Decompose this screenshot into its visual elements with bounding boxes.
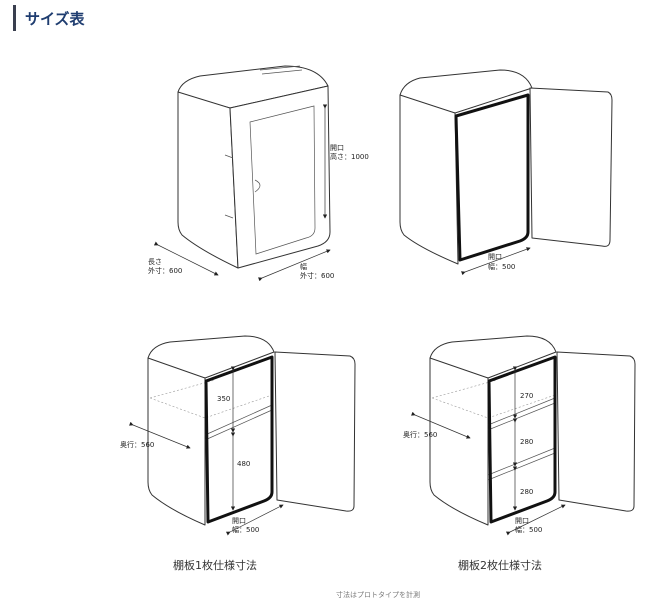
title-accent-bar — [13, 5, 16, 31]
section-header: サイズ表 — [13, 5, 85, 31]
label-opening: 開口 — [232, 517, 246, 525]
label-width: 幅：500 — [232, 525, 259, 534]
page-title: サイズ表 — [25, 9, 85, 28]
footnote: 寸法はプロトタイプを計測 — [336, 590, 420, 599]
label-upper-height: 350 — [217, 395, 230, 403]
label-top-height: 270 — [520, 392, 533, 400]
label-width: 幅：500 — [488, 262, 515, 271]
fridge-closed-diagram: 開口 高さ：1000 幅 外寸：600 長さ 外寸：600 — [148, 65, 369, 282]
fridge-shelf2-diagram: 270 280 280 奥行：560 開口 幅：500 棚板2枚仕様寸法 — [403, 335, 636, 572]
label-height: 高さ：1000 — [330, 152, 369, 161]
label-opening: 開口 — [488, 253, 502, 261]
label-depth: 奥行：560 — [403, 430, 437, 439]
caption-shelf2: 棚板2枚仕様寸法 — [458, 558, 542, 572]
label-depth: 奥行：560 — [120, 440, 154, 449]
label-middle-height: 280 — [520, 438, 533, 446]
label-length: 長さ — [148, 258, 162, 266]
label-length-outer: 外寸：600 — [148, 266, 182, 275]
label-bottom-height: 280 — [520, 488, 533, 496]
fridge-open-diagram: 開口 幅：500 — [399, 69, 613, 276]
label-width-outer: 外寸：600 — [300, 271, 334, 280]
label-width: 幅 — [300, 262, 307, 271]
label-width: 幅：500 — [515, 525, 542, 534]
label-opening: 開口 — [515, 517, 529, 525]
label-opening: 開口 — [330, 144, 344, 152]
caption-shelf1: 棚板1枚仕様寸法 — [173, 558, 257, 572]
fridge-shelf1-diagram: 350 480 奥行：560 開口 幅：500 棚板1枚仕様寸法 — [120, 335, 356, 572]
label-lower-height: 480 — [237, 460, 250, 468]
